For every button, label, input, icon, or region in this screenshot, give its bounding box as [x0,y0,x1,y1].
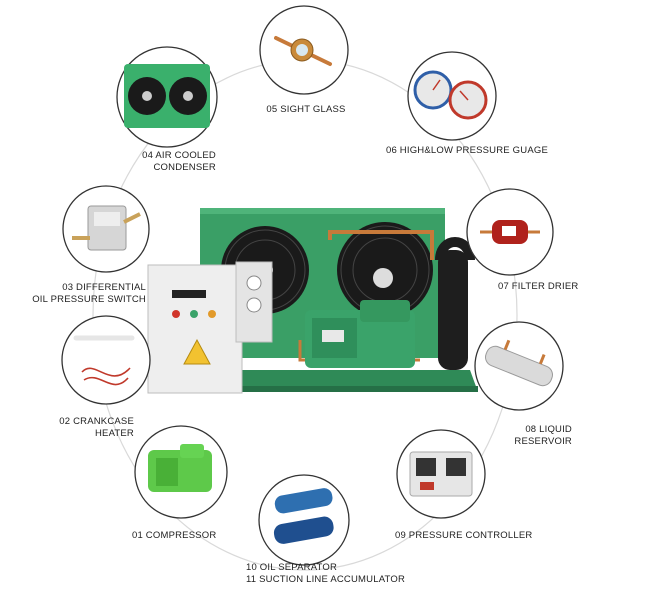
label-sight-glass: 05 SIGHT GLASS [266,104,346,115]
label-oil-pressure-switch: 03 DIFFERENTIAL OIL PRESSURE SWITCH [32,282,146,305]
pressure-gauge-circle [407,51,497,141]
filter-drier-circle [466,188,554,276]
condensing-unit [147,208,478,394]
label-filter-drier: 07 FILTER DRIER [498,281,579,292]
label-compressor: 01 COMPRESSOR [132,530,217,541]
liquid-reservoir-circle [474,321,564,411]
label-liquid-reservoir: 08 LIQUID RESERVOIR [514,424,572,447]
sight-glass-circle [259,5,349,95]
compressor-circle [134,425,228,519]
label-oil-separator: 10 OIL SEPARATOR 11 SUCTION LINE ACCUMUL… [246,562,406,585]
label-crankcase-heater: 02 CRANKCASE HEATER [59,416,134,439]
crankcase-heater-circle [61,315,151,405]
label-pressure-controller: 09 PRESSURE CONTROLLER [395,530,533,541]
oil-pressure-switch-circle [62,185,150,273]
pressure-controller-circle [396,429,486,519]
label-air-cooled-condenser: 04 AIR COOLED CONDENSER [142,150,216,173]
label-pressure-gauge: 06 HIGH&LOW PRESSURE GUAGE [386,145,548,156]
oil-separator-circle [258,474,350,566]
air-cooled-condenser-circle [116,46,218,148]
